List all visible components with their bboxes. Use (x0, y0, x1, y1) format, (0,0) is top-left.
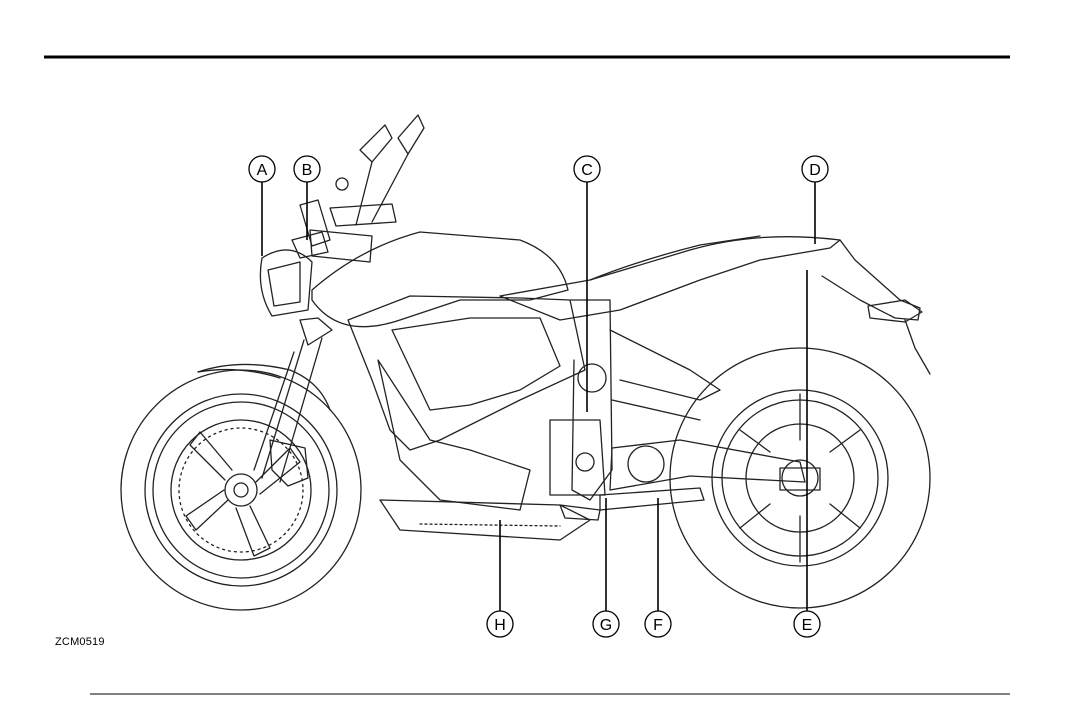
callout-label: F (653, 617, 663, 634)
callout-leaders (262, 182, 815, 611)
callout-label: C (581, 162, 593, 179)
front-wheel (121, 370, 361, 610)
callout-label: E (802, 617, 813, 634)
callout-label: B (302, 162, 313, 179)
callout-f: F (645, 611, 671, 637)
callout-e: E (794, 611, 820, 637)
frame (550, 300, 720, 500)
rear-wheel (670, 348, 930, 608)
motorcycle-illustration (121, 115, 930, 610)
callout-label: H (494, 617, 506, 634)
bodywork (312, 232, 590, 540)
callout-label: G (600, 617, 612, 634)
callout-d: D (802, 156, 828, 182)
callout-label: A (257, 162, 268, 179)
swingarm (560, 440, 805, 520)
seat-and-tail (500, 236, 930, 374)
callout-a: A (249, 156, 275, 182)
callout-g: G (593, 611, 619, 637)
callout-b: B (294, 156, 320, 182)
handlebar-assembly (300, 115, 424, 262)
front-fork (198, 318, 332, 486)
callout-c: C (574, 156, 600, 182)
figure-id: ZCM0519 (55, 636, 105, 648)
callout-label: D (809, 162, 821, 179)
callout-h: H (487, 611, 513, 637)
